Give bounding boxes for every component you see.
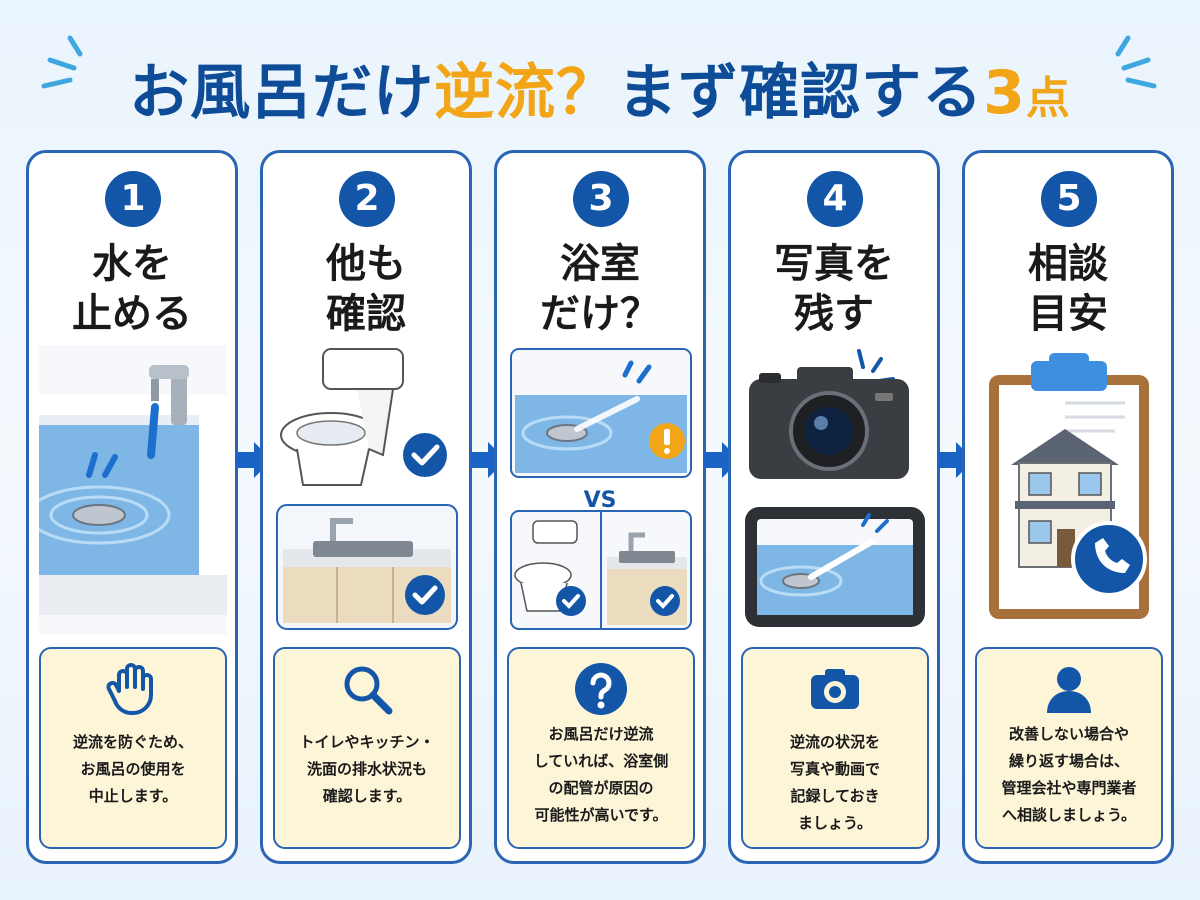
step-note: 逆流の状況を写真や動画で記録しておきましょう。 xyxy=(741,647,929,849)
step-heading: 浴室だけ？ xyxy=(540,241,660,337)
step-card-4: 4 写真を残す 逆流の状況を写真や動画で記録しておきましょう。 xyxy=(728,150,940,864)
step-note: 逆流を防ぐため、お風呂の使用を中止します。 xyxy=(39,647,227,849)
step-note-text: 逆流を防ぐため、お風呂の使用を中止します。 xyxy=(72,733,193,805)
step-number-badge: 4 xyxy=(807,171,863,227)
sparkle-right-icon xyxy=(1115,35,1157,89)
page-title: お風呂だけ逆流？まず確認する3点 xyxy=(129,58,1071,128)
step-note: お風呂だけ逆流していれば、浴室側の配管が原因の可能性が高いです。 xyxy=(507,647,695,849)
question-icon xyxy=(575,663,627,715)
magnifier-icon xyxy=(344,666,393,715)
step-card-1: 1 水を止める 逆流を防ぐため、お風呂の使用を中止します。 xyxy=(26,150,238,864)
sparkle-left-icon xyxy=(41,35,83,89)
step-heading: 写真を残す xyxy=(774,241,894,337)
step-heading: 水を止める xyxy=(72,241,192,337)
step-card-5: 5 相談目安 改善しない場合や繰り返す場合は、管理会社や専門業者へ相談しましょう… xyxy=(962,150,1174,864)
step-heading: 他も確認 xyxy=(326,241,406,337)
step-note-text: 改善しない場合や繰り返す場合は、管理会社や専門業者へ相談しましょう。 xyxy=(1001,725,1137,824)
step-heading: 相談目安 xyxy=(1028,241,1108,337)
step-number-badge: 5 xyxy=(1041,171,1097,227)
step-note-text: 逆流の状況を写真や動画で記録しておきましょう。 xyxy=(789,733,880,832)
bath-vs-other-drains-illustration xyxy=(510,348,692,630)
step-note: 改善しない場合や繰り返す場合は、管理会社や専門業者へ相談しましょう。 xyxy=(975,647,1163,849)
step-number-badge: 3 xyxy=(573,171,629,227)
camera-icon xyxy=(811,669,859,709)
hand-icon xyxy=(106,663,153,715)
step-note-text: お風呂だけ逆流していれば、浴室側の配管が原因の可能性が高いです。 xyxy=(533,725,669,824)
toilet-and-sink-illustration xyxy=(276,348,458,630)
vs-label: VS xyxy=(583,488,617,513)
person-icon xyxy=(1047,667,1091,713)
clipboard-house-phone-illustration xyxy=(989,353,1149,619)
step-note: トイレやキッチン・洗面の排水状況も確認します。 xyxy=(273,647,461,849)
camera-and-tablet-illustration xyxy=(745,349,925,627)
step-number-badge: 1 xyxy=(105,171,161,227)
step-number-badge: 2 xyxy=(339,171,395,227)
bathtub-faucet-illustration xyxy=(39,345,227,635)
step-card-2: 2 他も確認 トイレやキッチン・洗面の排水状況も確認します。 xyxy=(260,150,472,864)
step-note-text: トイレやキッチン・洗面の排水状況も確認します。 xyxy=(299,733,435,805)
step-card-3: 3 浴室だけ？ VS お風呂だけ逆流していれば、浴室側 xyxy=(494,150,706,864)
